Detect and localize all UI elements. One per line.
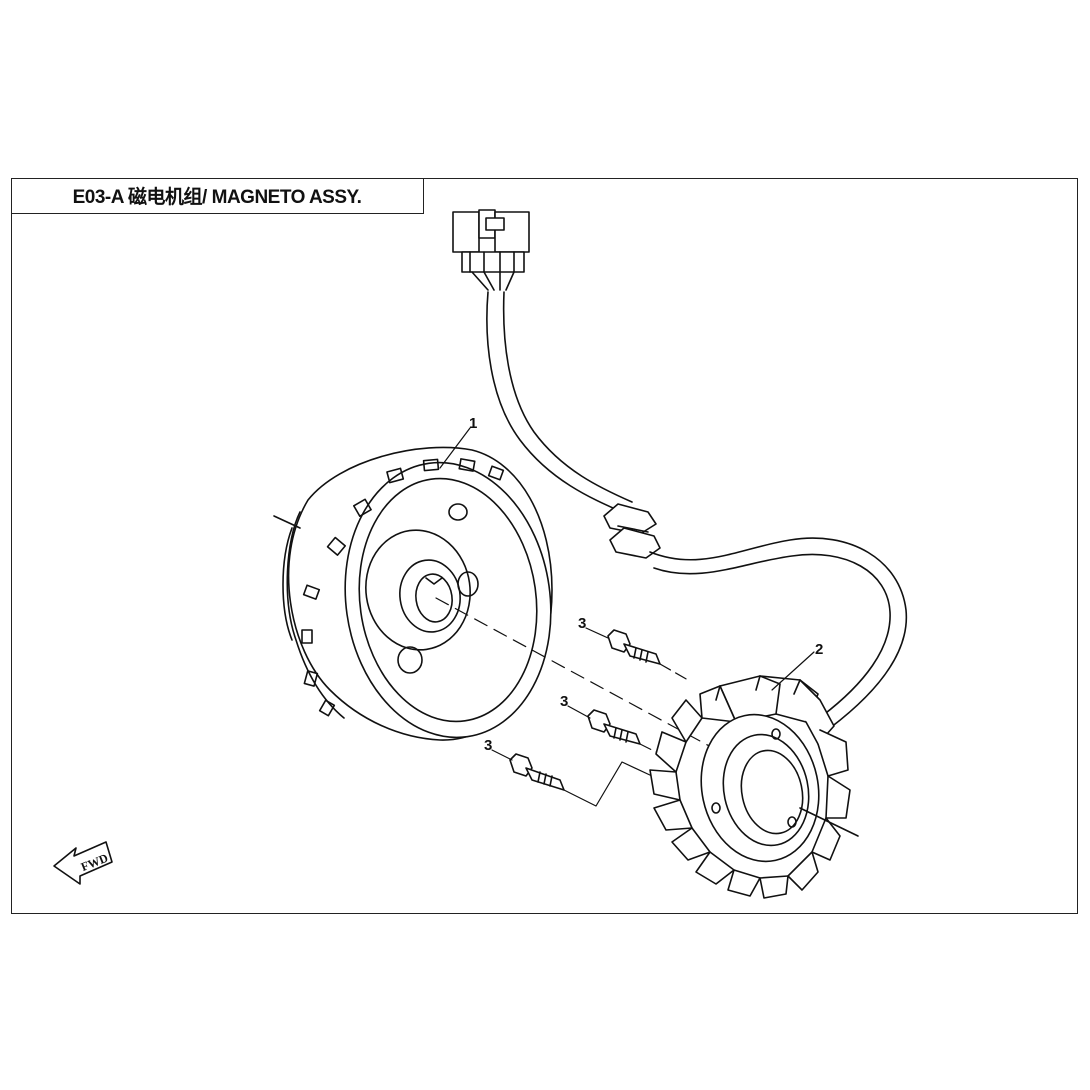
bolt-upper bbox=[607, 629, 689, 681]
callout-3b: 3 bbox=[560, 693, 568, 710]
callout-3c: 3 bbox=[484, 737, 492, 754]
stator bbox=[649, 675, 859, 899]
bolt-middle bbox=[587, 709, 661, 755]
diagram-frame bbox=[11, 178, 1078, 914]
fwd-arrow-icon bbox=[53, 841, 113, 885]
wire-connector bbox=[452, 209, 530, 291]
flywheel bbox=[273, 446, 553, 741]
callout-1: 1 bbox=[469, 415, 477, 432]
callout-2: 2 bbox=[815, 641, 823, 658]
callout-3a: 3 bbox=[578, 615, 586, 632]
bolt-lower bbox=[509, 753, 653, 807]
wire-harness bbox=[486, 291, 908, 729]
diagram-title: E03-A 磁电机组/ MAGNETO ASSY. bbox=[11, 178, 424, 214]
